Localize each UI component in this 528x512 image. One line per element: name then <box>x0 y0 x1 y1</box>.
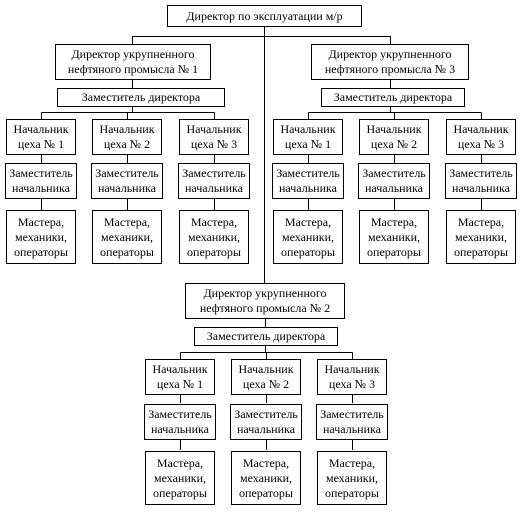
field-3-shop-3-head: Начальник цеха № 3 <box>446 119 516 155</box>
field-1-shop-3-staff: Мастера, механики, операторы <box>179 210 249 264</box>
field-1-deputy-box: Заместитель директора <box>57 88 225 107</box>
field-1-shop-2-staff: Мастера, механики, операторы <box>92 210 162 264</box>
field-1-shop-3-deputy: Заместитель начальника <box>178 163 250 199</box>
field-1-director-box: Директор укрупненного нефтяного промысла… <box>55 44 211 80</box>
director-box: Директор по эксплуатации м/р <box>167 5 362 27</box>
field-1-shop-2-head: Начальник цеха № 2 <box>92 119 162 155</box>
field-2-shop-3-staff: Мастера, механики, операторы <box>317 451 387 505</box>
field-2-deputy-box: Заместитель директора <box>194 327 338 346</box>
field-3-deputy-box: Заместитель директора <box>321 88 465 107</box>
field-2-shop-3-head: Начальник цеха № 3 <box>317 359 387 395</box>
field-3-shop-1-staff: Мастера, механики, операторы <box>273 210 343 264</box>
field-1-shop-1-head: Начальник цеха № 1 <box>6 119 76 155</box>
field-3-shop-3-staff: Мастера, механики, операторы <box>446 210 516 264</box>
field-2-shop-2-staff: Мастера, механики, операторы <box>231 451 301 505</box>
field-1-shop-2-deputy: Заместитель начальника <box>91 163 163 199</box>
field-3-shop-1-head: Начальник цеха № 1 <box>273 119 343 155</box>
field-3-shop-2-staff: Мастера, механики, операторы <box>359 210 429 264</box>
field-1-shop-3-head: Начальник цеха № 3 <box>179 119 249 155</box>
field-2-shop-1-deputy: Заместитель начальника <box>144 404 216 440</box>
field-3-shop-2-deputy: Заместитель начальника <box>358 163 430 199</box>
field-3-shop-2-head: Начальник цеха № 2 <box>359 119 429 155</box>
field-1-shop-1-staff: Мастера, механики, операторы <box>6 210 76 264</box>
field-2-shop-1-staff: Мастера, механики, операторы <box>145 451 215 505</box>
field-3-director-box: Директор укрупненного нефтяного промысла… <box>311 44 469 80</box>
field-2-shop-2-deputy: Заместитель начальника <box>230 404 302 440</box>
field-3-shop-3-deputy: Заместитель начальника <box>445 163 517 199</box>
field-1-shop-1-deputy: Заместитель начальника <box>5 163 77 199</box>
field-2-director-box: Директор укрупненного нефтяного промысла… <box>185 283 345 319</box>
field-2-shop-2-head: Начальник цеха № 2 <box>231 359 301 395</box>
field-2-shop-3-deputy: Заместитель начальника <box>316 404 388 440</box>
field-3-shop-1-deputy: Заместитель начальника <box>272 163 344 199</box>
field-2-shop-1-head: Начальник цеха № 1 <box>145 359 215 395</box>
